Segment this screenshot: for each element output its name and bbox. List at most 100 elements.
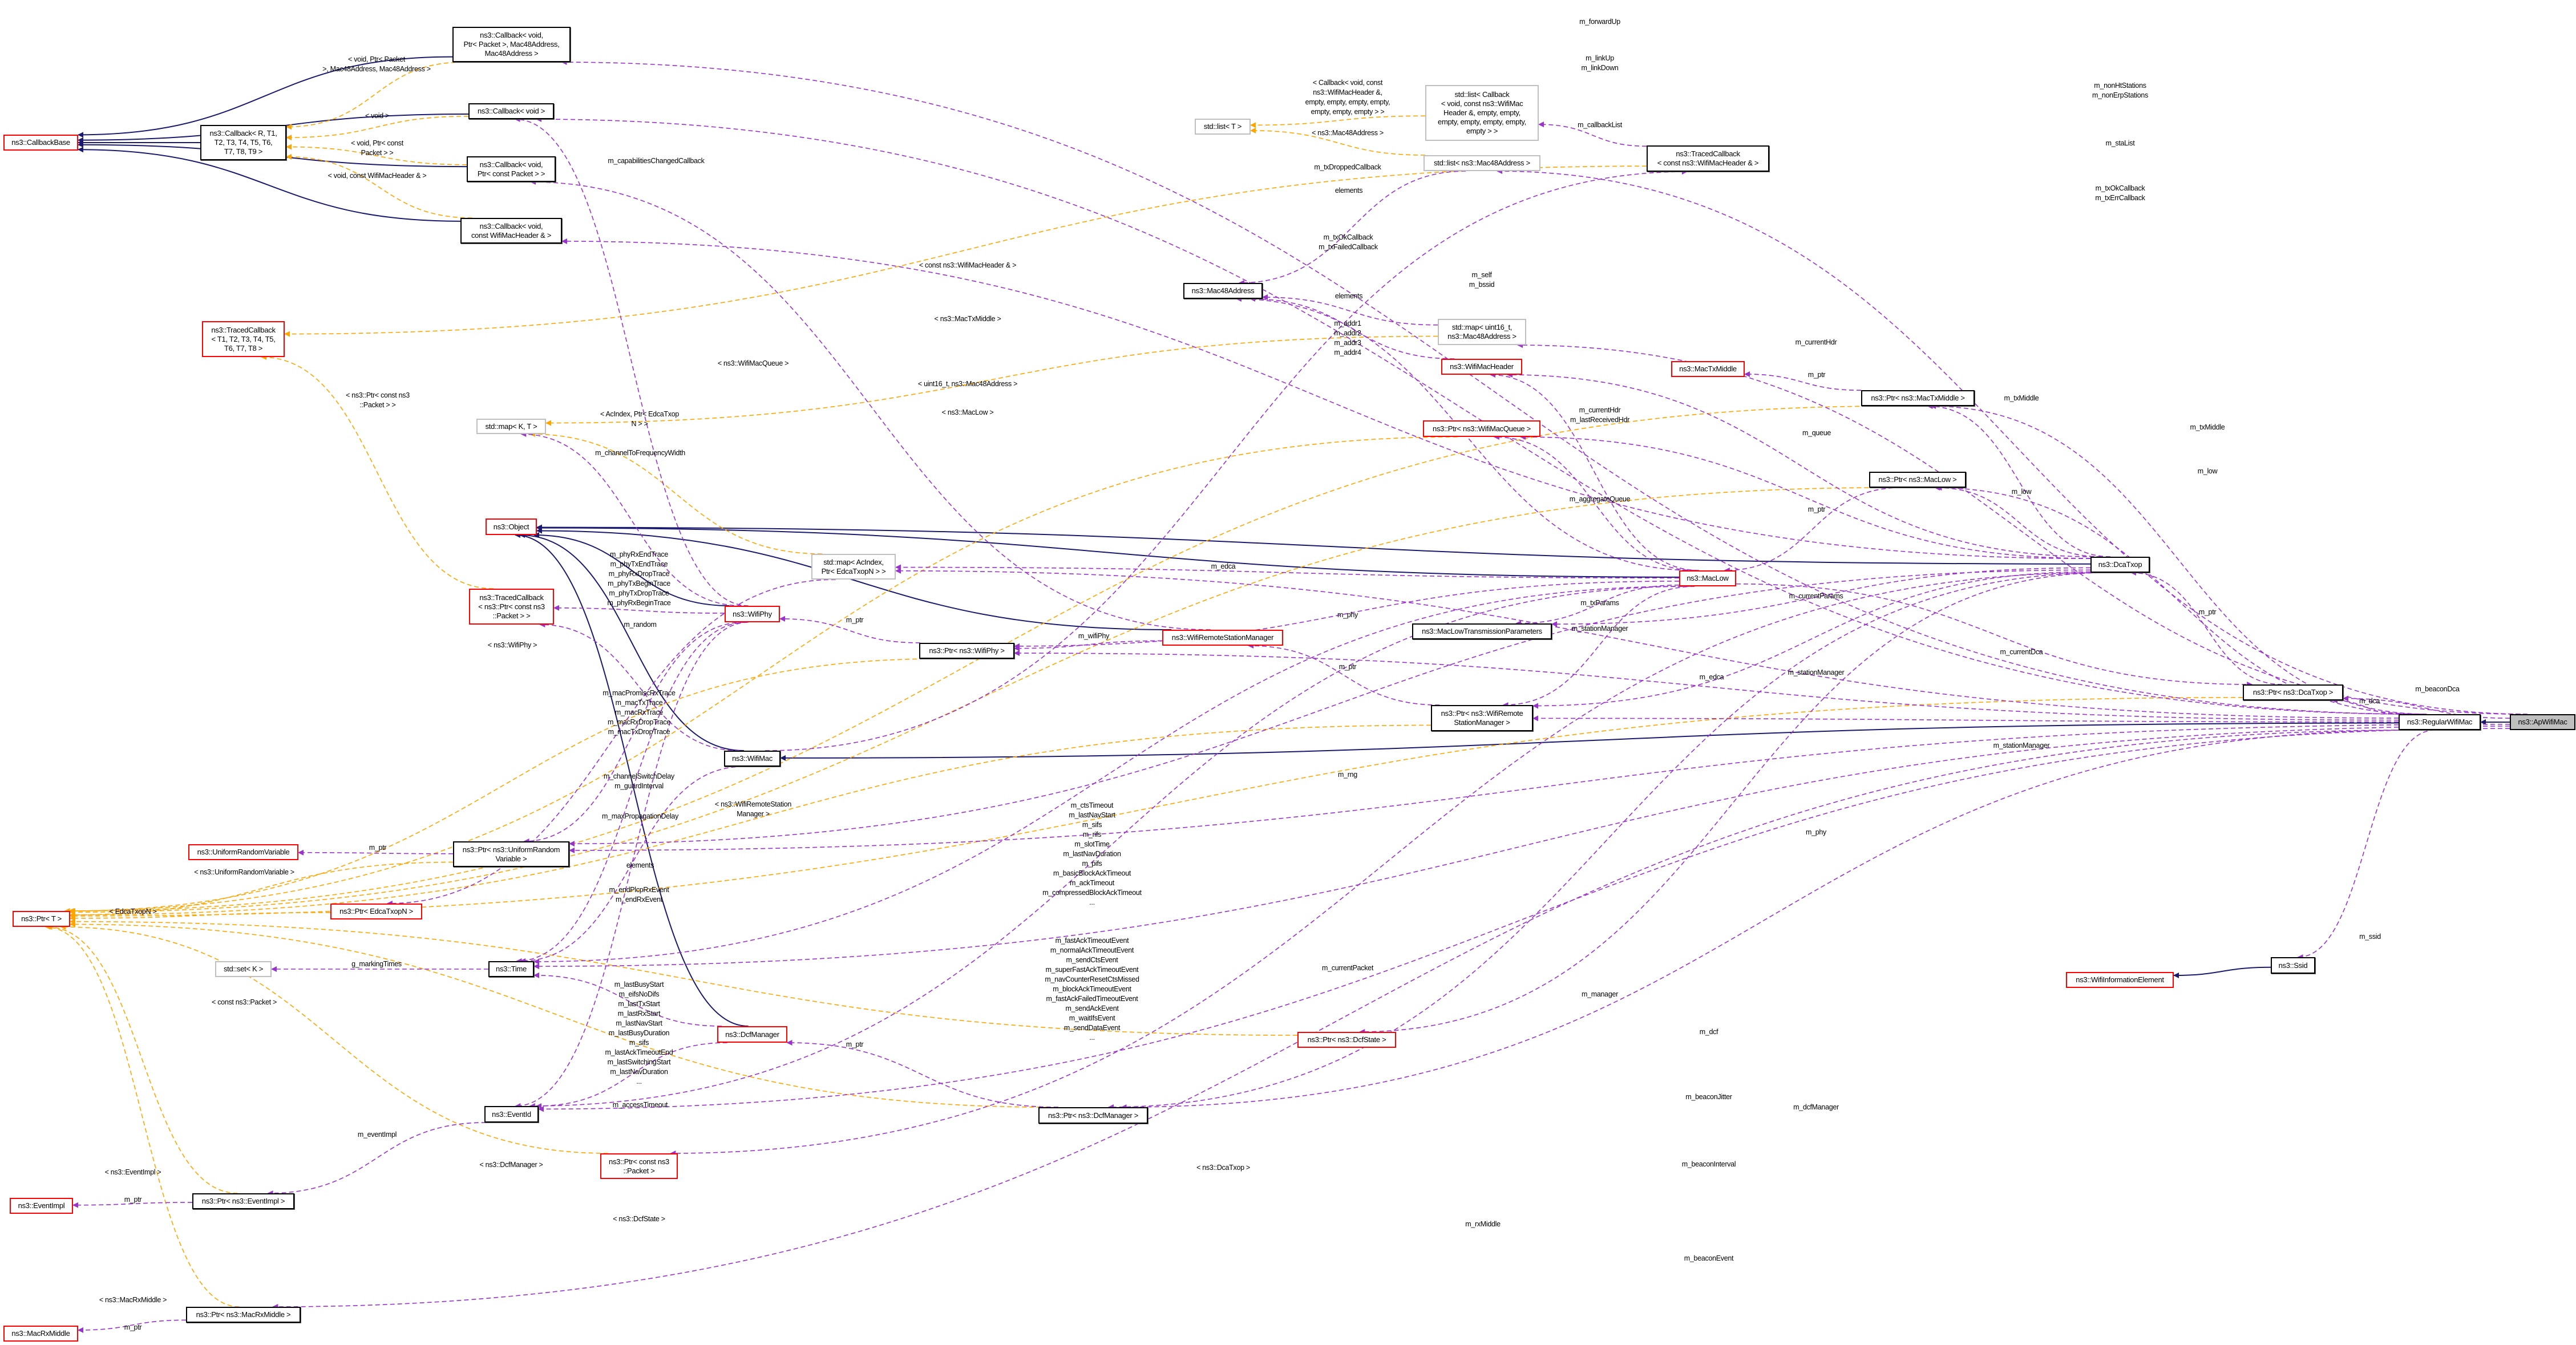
class-node-map-u16[interactable]: std::map< uint16_t, ns3::Mac48Address > xyxy=(1438,319,1526,345)
edge-label: m_currentPacket xyxy=(1322,964,1373,972)
class-node-mltp[interactable]: ns3::MacLowTransmissionParameters xyxy=(1412,623,1552,639)
class-node-ptr-mtm[interactable]: ns3::Ptr< ns3::MacTxMiddle > xyxy=(1861,390,1975,406)
edge-label: elements xyxy=(1334,292,1363,300)
edge-label: < ns3::DcfState > xyxy=(613,1215,665,1223)
class-node-time[interactable]: ns3::Time xyxy=(488,961,534,977)
edge-label: m_ptr xyxy=(846,1040,864,1048)
usage-edge xyxy=(1520,434,2091,559)
class-node-ptr-mlow[interactable]: ns3::Ptr< ns3::MacLow > xyxy=(1869,472,1966,488)
class-node-dcfm[interactable]: ns3::DcfManager xyxy=(717,1026,787,1043)
class-node-wie[interactable]: ns3::WifiInformationElement xyxy=(2066,972,2174,988)
template-edge xyxy=(286,62,463,130)
edge-label: m_ptr xyxy=(2198,608,2217,616)
edge-label: < ns3::WifiMacQueue > xyxy=(717,359,789,367)
edge-label: m_staList xyxy=(2105,139,2135,147)
class-node-mtm[interactable]: ns3::MacTxMiddle xyxy=(1671,361,1745,377)
class-node-ptr-cpkt[interactable]: ns3::Ptr< const ns3 ::Packet > xyxy=(600,1153,678,1179)
edge-label: m_aggregateQueue xyxy=(1569,495,1631,503)
class-node-tc-pkt[interactable]: ns3::TracedCallback < ns3::Ptr< const ns… xyxy=(469,589,554,625)
edge-label: m_dca xyxy=(2359,697,2380,705)
class-node-cb-r[interactable]: ns3::Callback< R, T1, T2, T3, T4, T5, T6… xyxy=(200,125,286,160)
class-node-list-cb[interactable]: std::list< Callback < void, const ns3::W… xyxy=(1425,85,1539,141)
template-edge xyxy=(70,487,1884,915)
inheritance-edge xyxy=(78,147,461,222)
class-node-ptr-urv[interactable]: ns3::Ptr< ns3::UniformRandom Variable > xyxy=(453,841,569,867)
class-node-ptr-t[interactable]: ns3::Ptr< T > xyxy=(13,911,70,927)
edge-label: m_dcfManager xyxy=(1793,1103,1839,1111)
class-node-wrsm[interactable]: ns3::WifiRemoteStationManager xyxy=(1162,630,1283,646)
usage-edge xyxy=(1724,487,1901,573)
edge-label: m_beaconDca xyxy=(2415,685,2460,693)
usage-edge xyxy=(1934,485,2423,715)
usage-edge xyxy=(386,579,836,906)
class-node-cb-cp[interactable]: ns3::Callback< void, Ptr< const Packet >… xyxy=(467,156,556,182)
class-node-ptr-dcfm[interactable]: ns3::Ptr< ns3::DcfManager > xyxy=(1038,1107,1148,1124)
usage-edge xyxy=(1014,650,2399,721)
edge-label: m_forwardUp xyxy=(1579,18,1620,26)
edge-label: < AcIndex, Ptr< EdcaTxop N > > xyxy=(600,410,680,428)
usage-edge xyxy=(533,586,1684,965)
class-node-maclow[interactable]: ns3::MacLow xyxy=(1679,570,1736,586)
class-node-ap[interactable]: ns3::ApWifiMac xyxy=(2510,714,2575,730)
class-node-set-k[interactable]: std::set< K > xyxy=(215,961,272,977)
class-node-wifimac[interactable]: ns3::WifiMac xyxy=(724,751,781,767)
class-node-map-ac[interactable]: std::map< AcIndex, Ptr< EdcaTxopN > > xyxy=(811,554,896,580)
edge-label: m_beaconJitter xyxy=(1685,1093,1732,1101)
class-node-mac48[interactable]: ns3::Mac48Address xyxy=(1183,283,1263,299)
class-node-ssid[interactable]: ns3::Ssid xyxy=(2271,957,2315,974)
edge-label: elements xyxy=(1334,187,1363,195)
class-node-macrx[interactable]: ns3::MacRxMiddle xyxy=(3,1326,78,1342)
class-node-wifiphy[interactable]: ns3::WifiPhy xyxy=(725,606,780,622)
edge-label: m_txMiddle xyxy=(2190,423,2225,431)
class-node-ptr-wmq[interactable]: ns3::Ptr< ns3::WifiMacQueue > xyxy=(1423,420,1540,437)
class-node-ptr-dca[interactable]: ns3::Ptr< ns3::DcaTxop > xyxy=(2243,684,2343,700)
edge-label: m_wifiPhy xyxy=(1078,632,1110,640)
edge-label: m_currentDca xyxy=(2000,648,2043,656)
edge-label: m_macPromiscRxTrace m_macTxTrace m_macRx… xyxy=(602,689,676,736)
edge-label: < ns3::MacLow > xyxy=(941,408,994,416)
template-edge xyxy=(286,153,472,218)
class-node-ptr-edca[interactable]: ns3::Ptr< EdcaTxopN > xyxy=(330,904,422,919)
edge-label: m_callbackList xyxy=(1578,121,1622,129)
class-node-cbbase[interactable]: ns3::CallbackBase xyxy=(3,135,78,151)
edge-label: m_stationManager xyxy=(1571,625,1628,633)
edge-label: < EdcaTxopN > xyxy=(109,908,157,915)
class-node-regular[interactable]: ns3::RegularWifiMac xyxy=(2399,714,2481,730)
class-node-ptr-ei[interactable]: ns3::Ptr< ns3::EventImpl > xyxy=(192,1193,294,1209)
edge-label: < void > xyxy=(365,112,390,120)
usage-edge xyxy=(1493,434,1696,571)
class-node-urv[interactable]: ns3::UniformRandomVariable xyxy=(188,844,298,860)
template-edge xyxy=(1250,115,1426,128)
class-node-cb-pm[interactable]: ns3::Callback< void, Ptr< Packet >, Mac4… xyxy=(452,27,571,62)
edge-label: < ns3::MacTxMiddle > xyxy=(934,315,1001,323)
class-node-tc-t[interactable]: ns3::TracedCallback < T1, T2, T3, T4, T5… xyxy=(202,321,285,357)
edge-label: < ns3::WifiPhy > xyxy=(487,641,537,649)
class-node-ptr-dcfs[interactable]: ns3::Ptr< ns3::DcfState > xyxy=(1297,1032,1396,1048)
class-node-eventid[interactable]: ns3::EventId xyxy=(484,1106,539,1123)
edge-label: m_self m_bssid xyxy=(1469,271,1495,289)
usage-edge xyxy=(533,726,2510,970)
class-node-ptr-mrx[interactable]: ns3::Ptr< ns3::MacRxMiddle > xyxy=(186,1307,301,1323)
usage-edge xyxy=(520,766,743,964)
class-node-tc-hdr[interactable]: ns3::TracedCallback < const ns3::WifiMac… xyxy=(1647,145,1769,172)
usage-edge xyxy=(533,972,722,1027)
class-node-dcatxop[interactable]: ns3::DcaTxop xyxy=(2090,557,2150,573)
template-edge xyxy=(70,697,2243,919)
edge-label: m_txOkCallback m_txErrCallback xyxy=(2095,184,2145,202)
usage-edge xyxy=(1538,121,1647,147)
edge-label: elements xyxy=(626,861,654,869)
class-node-list-t[interactable]: std::list< T > xyxy=(1195,119,1251,135)
edge-label: m_stationManager xyxy=(1993,742,2050,750)
usage-edge xyxy=(267,1122,486,1196)
class-node-map-kt[interactable]: std::map< K, T > xyxy=(476,419,546,434)
class-node-object[interactable]: ns3::Object xyxy=(486,518,537,535)
edge-label: m_queue xyxy=(1802,429,1831,437)
class-node-ptr-wrsm[interactable]: ns3::Ptr< ns3::WifiRemote StationManager… xyxy=(1431,705,1533,731)
class-node-list-mac[interactable]: std::list< ns3::Mac48Address > xyxy=(1424,155,1540,171)
class-node-cb-hdr[interactable]: ns3::Callback< void, const WifiMacHeader… xyxy=(460,218,562,244)
class-node-eventimpl[interactable]: ns3::EventImpl xyxy=(10,1198,73,1214)
class-node-wmh[interactable]: ns3::WifiMacHeader xyxy=(1441,359,1522,375)
class-node-cb-void[interactable]: ns3::Callback< void > xyxy=(468,103,554,119)
class-node-ptr-phy[interactable]: ns3::Ptr< ns3::WifiPhy > xyxy=(919,643,1014,659)
